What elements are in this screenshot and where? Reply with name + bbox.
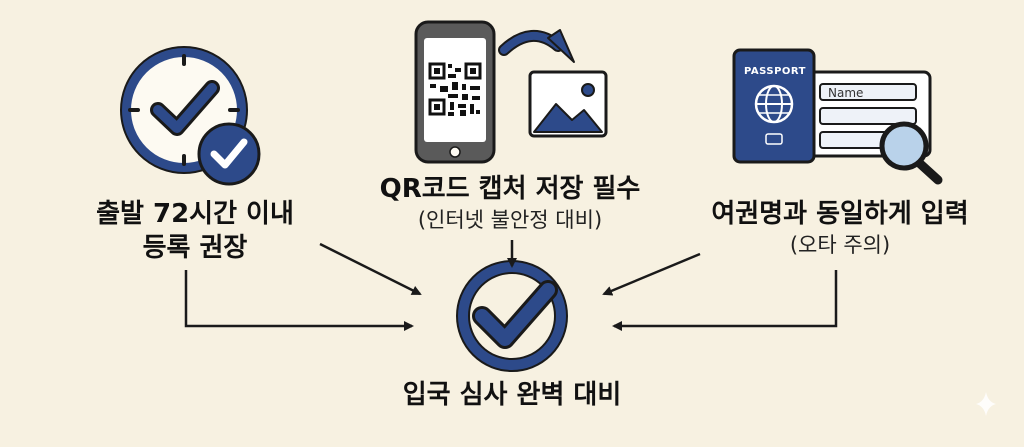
- step-register-timing: 출발 72시간 이내 등록 권장: [60, 197, 330, 265]
- step-left-line1: 출발 72시간 이내: [96, 199, 294, 229]
- image-icon: [528, 70, 608, 138]
- step-right-note: (오타 주의): [789, 233, 891, 257]
- arrow-left-diagonal: [319, 242, 422, 296]
- step-center-note: (인터넷 불안정 대비): [417, 208, 603, 232]
- step-center-title: QR코드 캡처 저장 필수: [379, 174, 641, 204]
- step-right-title: 여권명과 동일하게 입력: [711, 199, 969, 229]
- passport-form-magnifier-icon: [732, 48, 943, 185]
- arrow-right-elbow: [612, 270, 838, 331]
- result-label: 입국 심사 완벽 대비: [330, 378, 694, 412]
- passport-label: PASSPORT: [743, 66, 806, 77]
- arrow-left-elbow: [184, 270, 414, 331]
- step-passport-name: 여권명과 동일하게 입력 (오타 주의): [680, 197, 1000, 259]
- step-save-qr: QR코드 캡처 저장 필수 (인터넷 불안정 대비): [350, 172, 670, 234]
- result-title: 입국 심사 완벽 대비: [402, 380, 622, 410]
- clock-check-icon: [120, 46, 261, 186]
- sparkle-icon: [976, 392, 996, 416]
- step-left-line2: 등록 권장: [142, 233, 248, 263]
- flow-arrows: [184, 240, 838, 331]
- qr-code-icon: [428, 62, 482, 116]
- arrow-right-diagonal: [602, 252, 701, 296]
- phone-qr-to-image-icon: [414, 20, 608, 164]
- form-field-label: Name: [828, 86, 864, 100]
- check-circle-icon: [456, 260, 568, 372]
